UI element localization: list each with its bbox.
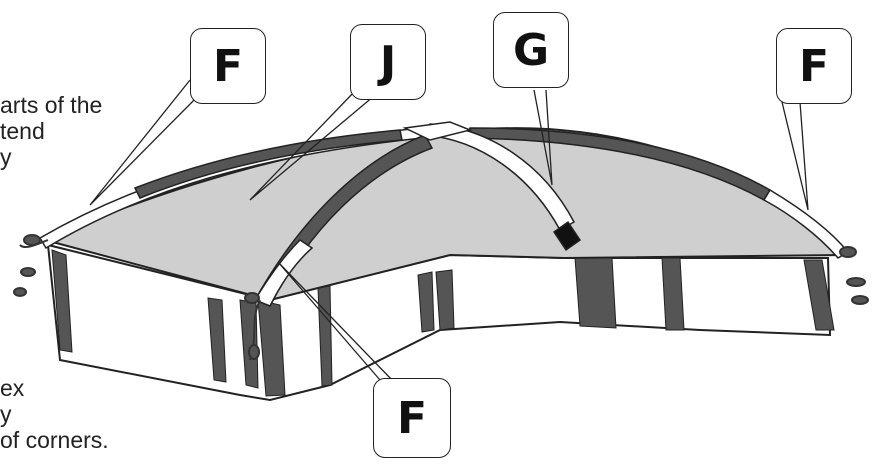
callout-f-bottom: F [373, 378, 451, 458]
wall-panels [51, 249, 835, 397]
corner-ropes [13, 234, 869, 361]
side-text-line: y [0, 401, 12, 427]
side-text-top: arts of the tend y [0, 92, 102, 170]
callout-f-left: F [190, 28, 266, 104]
callout-j: J [350, 24, 426, 100]
callout-g: G [493, 12, 569, 88]
side-text-line: ex [0, 375, 25, 401]
callout-f-right: F [776, 28, 852, 104]
side-text-line: y [0, 144, 12, 170]
side-text-bottom: ex y of corners. [0, 375, 109, 453]
center-arch [253, 121, 582, 307]
callout-pointers [89, 79, 809, 381]
side-text-line: tend [0, 118, 45, 144]
side-text-line: arts of the [0, 92, 103, 118]
side-text-line: of corners. [0, 427, 109, 453]
